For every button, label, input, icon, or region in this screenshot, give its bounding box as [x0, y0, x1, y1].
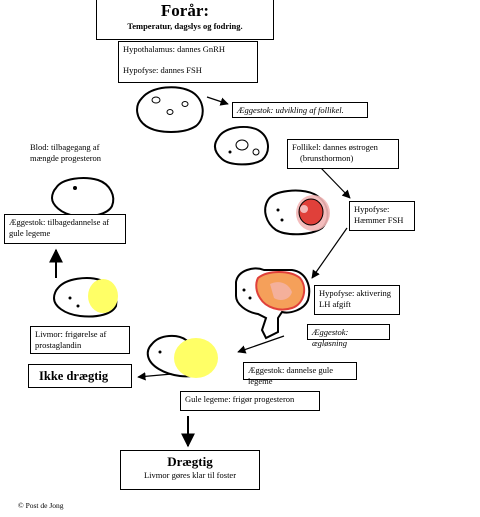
ovary-luteum-shape: [146, 334, 218, 378]
arrow-haemmer-to-lh: [311, 227, 348, 279]
tilbagedannelse-text-2: gule legeme: [9, 227, 51, 238]
blod-text-2: mængde progesteron: [30, 152, 102, 163]
draegtig-sub: Livmor gøres klar til foster: [143, 470, 237, 480]
aegloesning-text: Æggestok: ægløsning: [312, 327, 349, 348]
arrow-follikel-to-hypofyse: [319, 166, 351, 199]
aeggestok-follikel-box: Æggestok: udvikling af follikel.: [232, 102, 368, 118]
livmor-box: Livmor: frigørelse af prostaglandin: [30, 326, 130, 354]
title: Forår:: [160, 1, 210, 20]
hypofyse-haemmer-text-1: Hypofyse:: [354, 204, 390, 214]
ovary-follicle-shape: [213, 125, 269, 166]
hypofyse-haemmer-box: Hypofyse: Hæmmer FSH: [349, 201, 415, 231]
subtitle: Temperatur, dagslys og fodring.: [127, 21, 243, 31]
hypofyse-lh-box: Hypofyse: aktivering LH afgift: [314, 285, 400, 315]
hypothalamus-box: Hypothalamus: dannes GnRH Hypofyse: dann…: [118, 41, 258, 83]
blod-text-block: Blod: tilbagegang af mængde progesteron: [30, 142, 140, 163]
follikel-text-2: (brunsthormon): [300, 152, 354, 163]
ovary-resting-shape: [50, 177, 115, 218]
ovary-early-shape: [136, 86, 204, 133]
ikke-draegtig-text: Ikke drægtig: [39, 369, 109, 383]
hypothalamus-text: Hypothalamus: dannes GnRH: [123, 44, 225, 54]
gule-legeme-dannelse-text: Æggestok: dannelse gule legeme: [248, 365, 333, 386]
aeggestok-follikel-text: Æggestok: udvikling af follikel.: [237, 105, 344, 115]
follikel-text-1: Follikel: dannes østrogen: [292, 142, 378, 152]
tilbagedannelse-text-1: Æggestok: tilbagedannelse af: [9, 217, 110, 227]
draegtig-box: Drægtig Livmor gøres klar til foster: [120, 450, 260, 490]
aegloesning-box: Æggestok: ægløsning: [307, 324, 390, 348]
follikel-box: Follikel: dannes østrogen (brunsthormon): [287, 139, 399, 169]
ovary-estrogen-shape: [264, 189, 330, 236]
livmor-text-1: Livmor: frigørelse af: [35, 329, 107, 339]
hypofyse-fsh-text: Hypofyse: dannes FSH: [123, 64, 202, 75]
blod-text-1: Blod: tilbagegang af: [30, 142, 100, 152]
hypofyse-haemmer-text-2: Hæmmer FSH: [354, 214, 404, 225]
livmor-text-2: prostaglandin: [35, 339, 82, 350]
title-box: Forår: Temperatur, dagslys og fodring.: [96, 0, 274, 40]
arrow-ovary1-to-follikel: [206, 96, 229, 106]
pituitary-lh-shape: [235, 267, 311, 340]
ikke-draegtig-box: Ikke drægtig: [28, 364, 132, 388]
gule-legeme-progesteron-box: Gule legeme: frigør progesteron: [180, 391, 320, 411]
ovary-regression-shape: [52, 277, 118, 318]
tilbagedannelse-box: Æggestok: tilbagedannelse af gule legeme: [4, 214, 126, 244]
draegtig-title: Drægtig: [167, 454, 213, 469]
gule-legeme-progesteron-text: Gule legeme: frigør progesteron: [185, 394, 295, 404]
hypofyse-lh-text-1: Hypofyse: aktivering: [319, 288, 391, 298]
gule-legeme-dannelse-box: Æggestok: dannelse gule legeme: [243, 362, 357, 386]
credit-text: © Post de Jong: [18, 501, 64, 510]
hypofyse-lh-text-2: LH afgift: [319, 298, 351, 309]
arrow-lh-to-luteum: [237, 335, 285, 354]
arrow-to-ikke-draegtig: [137, 372, 173, 381]
